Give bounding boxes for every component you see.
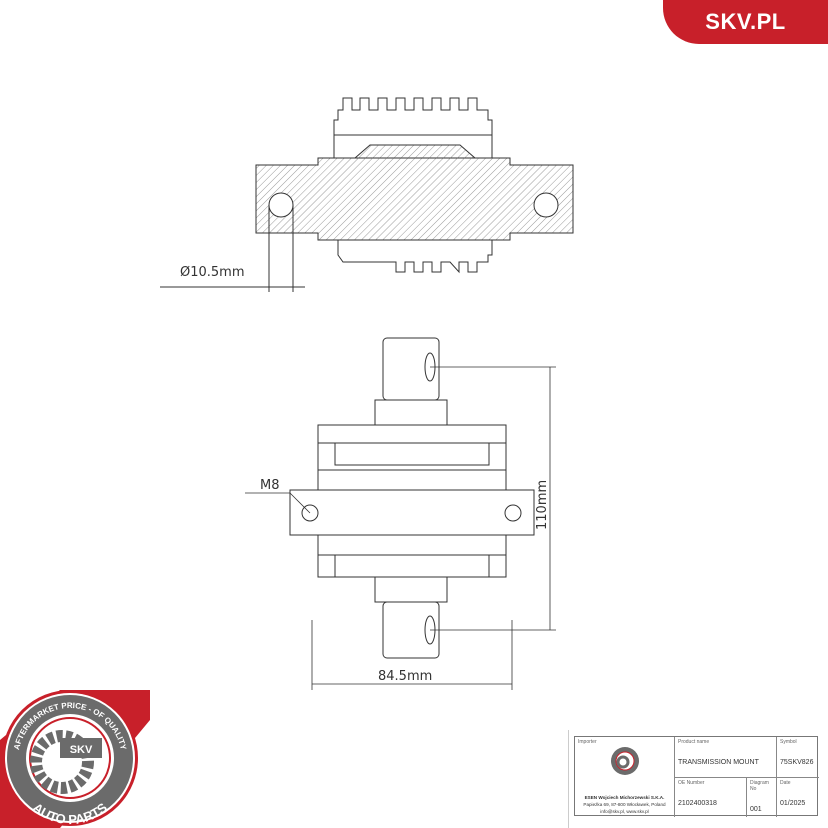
importer-name: ESEN Wojciech Michorzewski S.K.A. [584,795,665,800]
top-section-view [160,97,574,292]
diagram-no-cell: Diagram No 001 [746,777,776,817]
width-label: 84.5mm [378,669,432,684]
symbol-value: 75SKV826 [780,759,814,766]
thread-label: M8 [260,478,280,493]
oe-number-label: OE Number [678,780,705,786]
date-value: 01/2025 [780,800,806,807]
oe-number-cell: OE Number 2102400318 [674,777,746,817]
importer-cell: Importer ESEN Wojciech Michorzewski S.K.… [575,737,674,817]
importer-label: Importer [578,739,597,745]
symbol-label: Symbol [780,739,797,745]
date-cell: Date 01/2025 [776,777,819,817]
skv-badge-logo: SKV AFTERMARKET PRICE - OF QUALITY AUTO … [0,690,150,828]
date-label: Date [780,780,791,786]
diagram-no-label: Diagram No [750,780,769,792]
badge-center-text: SKV [70,744,93,756]
importer-address: Papieżka 69, 87-800 Włocławek, Poland [583,802,666,807]
height-label: 110mm [535,480,550,530]
title-block: Importer ESEN Wojciech Michorzewski S.K.… [574,736,819,817]
importer-contact: info@skv.pl, www.skv.pl [600,809,649,814]
diagram-no-value: 001 [750,806,762,813]
frame-divider [568,730,569,828]
dimension-lines [245,366,556,690]
brand-logo: SKV.PL [663,0,828,44]
product-name: TRANSMISSION MOUNT [678,759,759,766]
front-view [289,337,535,659]
product-name-cell: Product name TRANSMISSION MOUNT [674,737,776,777]
product-name-label: Product name [678,739,710,745]
symbol-cell: Symbol 75SKV826 [776,737,819,777]
skv-small-logo [610,747,639,775]
hole-diameter-label: Ø10.5mm [180,265,245,280]
oe-number-value: 2102400318 [678,800,717,807]
